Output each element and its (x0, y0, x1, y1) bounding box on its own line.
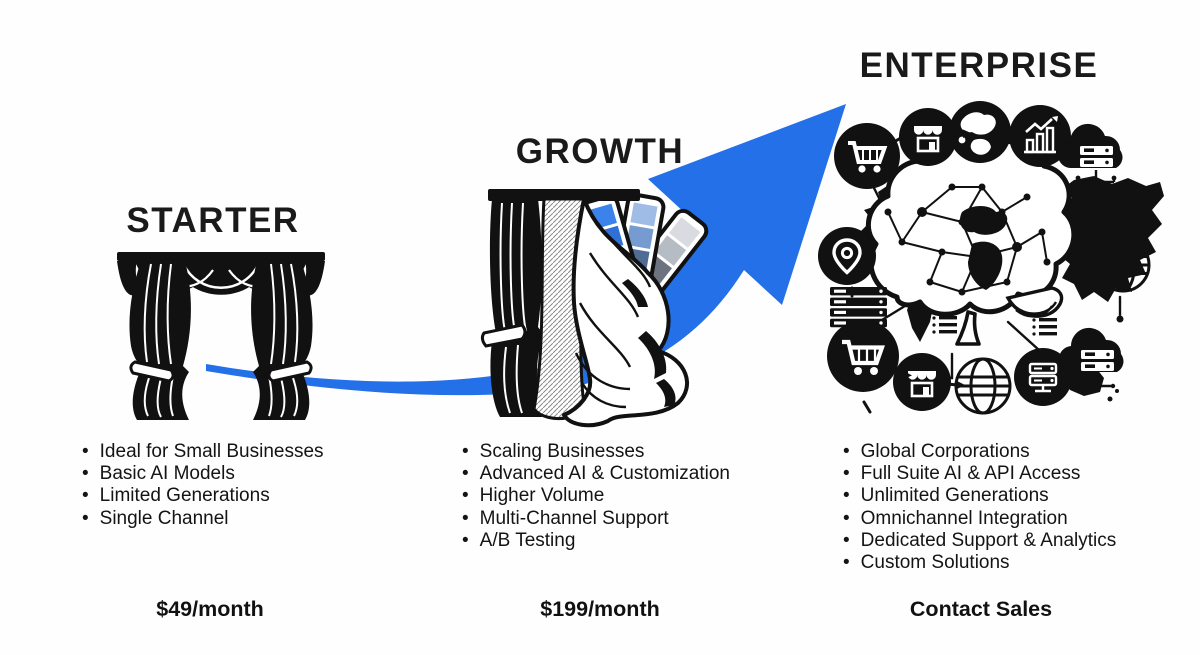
shopping-cart-icon (827, 320, 899, 392)
growth-chart-icon (1009, 105, 1071, 167)
tier-name-growth: GROWTH (515, 132, 685, 171)
storefront-icon (899, 108, 957, 166)
feature-item: Omnichannel Integration (843, 508, 1173, 530)
global-ai-network-illustration (818, 101, 1164, 415)
enterprise-price: Contact Sales (909, 597, 1053, 621)
feature-item: Multi-Channel Support (462, 508, 792, 530)
feature-item: A/B Testing (462, 530, 792, 552)
server-rack-icon (830, 287, 887, 328)
wireframe-globe-icon (954, 357, 1012, 415)
server-circle-icon (1014, 348, 1072, 406)
feature-item: Limited Generations (82, 485, 412, 507)
shopping-cart-icon (834, 123, 900, 189)
curtain-panel-icon (129, 261, 191, 420)
location-pin-icon (818, 227, 876, 285)
tier-name-enterprise: ENTERPRISE (859, 46, 1099, 85)
starter-feature-list: Ideal for Small Businesses Basic AI Mode… (82, 441, 412, 530)
cloud-servers-icon (1058, 327, 1124, 390)
feature-item: Full Suite AI & API Access (843, 463, 1173, 485)
wireframe-globe-icon (1095, 237, 1151, 293)
flowing-fabric-icon (562, 197, 689, 428)
growth-feature-list: Scaling Businesses Advanced AI & Customi… (462, 441, 792, 552)
enterprise-feature-list: Global Corporations Full Suite AI & API … (843, 441, 1173, 574)
feature-item: Basic AI Models (82, 463, 412, 485)
curtain-panel-icon (249, 259, 315, 422)
stage-curtain-illustration (117, 252, 325, 422)
connector-lines-icon (850, 129, 1076, 414)
growth-arrow-shape (206, 104, 846, 396)
feature-item: Advanced AI & Customization (462, 463, 792, 485)
cloud-servers-icon (1057, 123, 1123, 186)
feature-item: Dedicated Support & Analytics (843, 530, 1173, 552)
feature-item: Custom Solutions (843, 552, 1173, 574)
feature-item: Single Channel (82, 508, 412, 530)
feature-item: Unlimited Generations (843, 485, 1173, 507)
neural-mesh-icon (887, 186, 1048, 293)
earth-globe-icon (949, 101, 1011, 163)
feature-item: Scaling Businesses (462, 441, 792, 463)
ai-brain-network-icon (865, 137, 1077, 346)
feature-item: Higher Volume (462, 485, 792, 507)
feature-item: Ideal for Small Businesses (82, 441, 412, 463)
curtain-rod-icon (117, 252, 325, 261)
neural-nodes-icon (884, 183, 1051, 296)
starter-price: $49/month (156, 597, 264, 621)
storefront-icon (893, 353, 951, 411)
curtain-swatches-illustration (480, 189, 709, 428)
tier-name-starter: STARTER (126, 201, 300, 240)
growth-curtain-panel-icon (480, 189, 640, 417)
growth-price: $199/month (540, 597, 660, 621)
feature-item: Global Corporations (843, 441, 1173, 463)
